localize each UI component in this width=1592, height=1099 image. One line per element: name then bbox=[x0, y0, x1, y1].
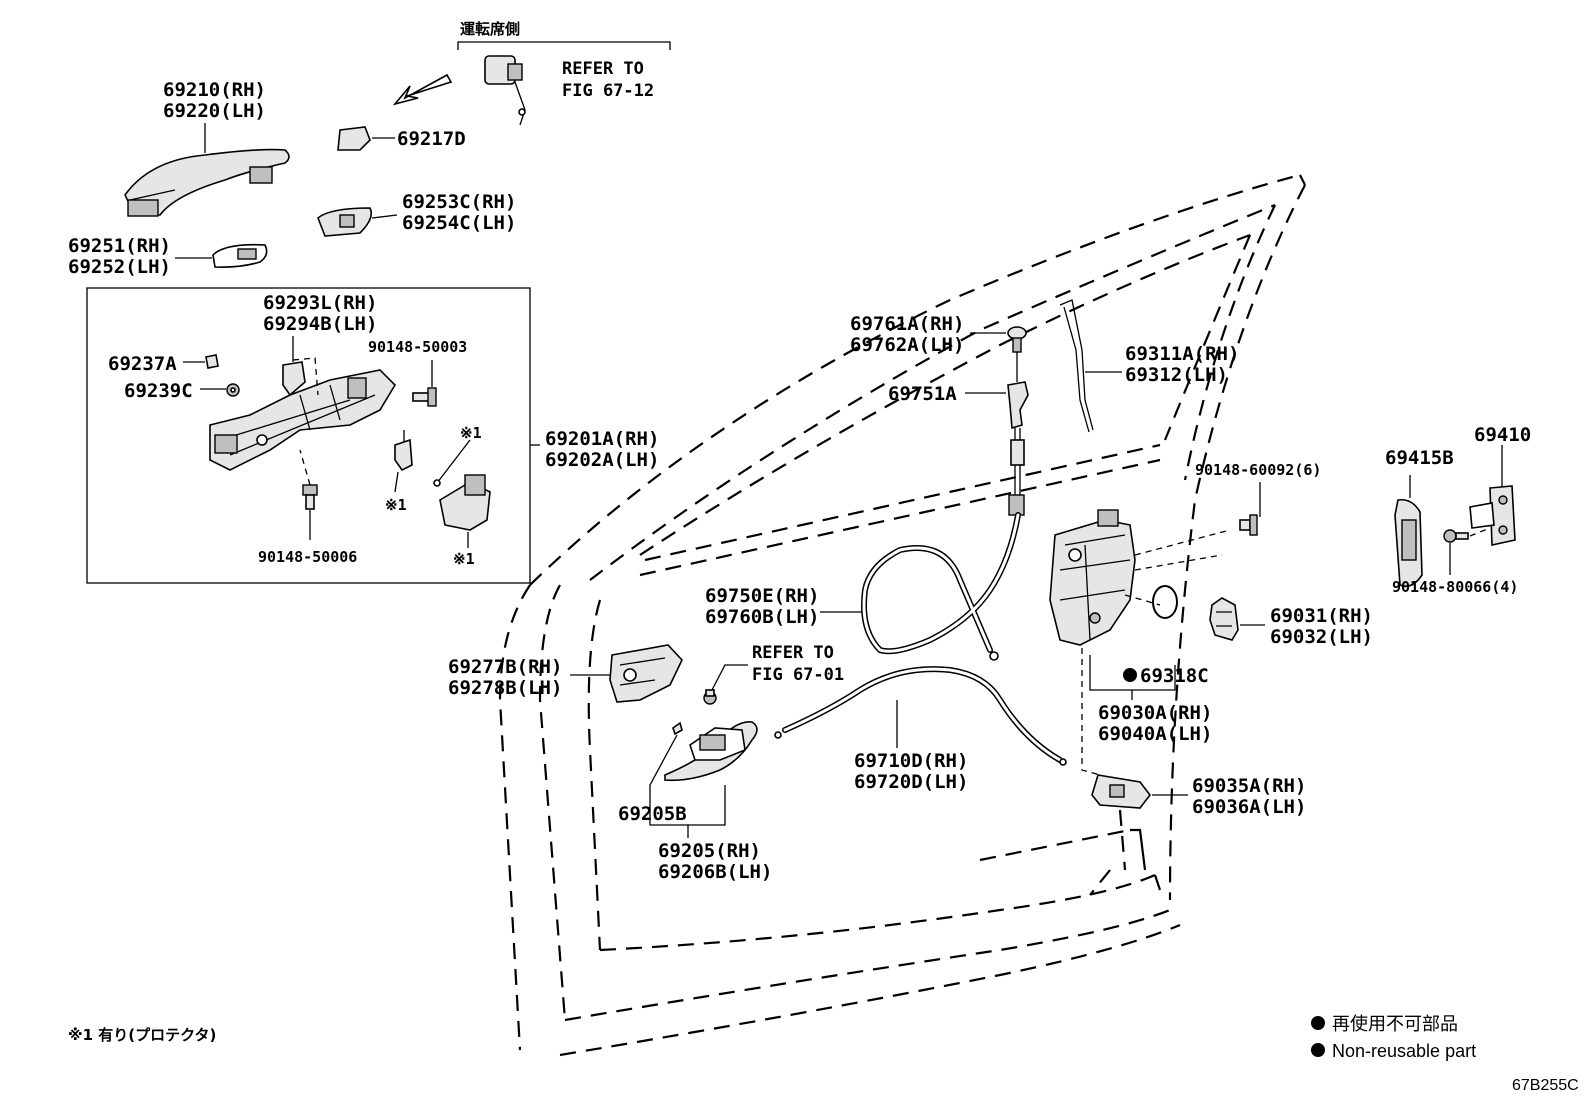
door-outline bbox=[498, 173, 1306, 1057]
inside-handle-69205 bbox=[664, 721, 758, 782]
outside-handle bbox=[124, 148, 290, 217]
bolt-90148-50006 bbox=[302, 484, 318, 510]
legend-dot-icon-jp bbox=[1311, 1016, 1325, 1030]
label-69210: 69210(RH) bbox=[163, 79, 266, 101]
nut-69239C bbox=[226, 383, 240, 397]
label-star1-c: ※1 bbox=[453, 550, 475, 568]
label-69415B: 69415B bbox=[1385, 447, 1454, 469]
knob-guide bbox=[1007, 381, 1029, 430]
label-69253C: 69253C(RH) bbox=[402, 191, 516, 213]
label-69032: 69032(LH) bbox=[1270, 626, 1373, 648]
refer-a-line2: FIG 67-12 bbox=[562, 81, 654, 101]
label-69761A: 69761A(RH) bbox=[850, 313, 964, 335]
inside-bezel-69277B bbox=[609, 644, 683, 703]
small-bracket bbox=[394, 430, 413, 472]
handle-cover bbox=[317, 207, 373, 237]
label-69217D: 69217D bbox=[397, 128, 466, 150]
label-69036A: 69036A(LH) bbox=[1192, 796, 1306, 818]
lock-cylinder bbox=[484, 55, 526, 126]
label-69410: 69410 bbox=[1474, 424, 1531, 446]
label-69239C: 69239C bbox=[124, 380, 193, 402]
refer-b-line2: FIG 67-01 bbox=[752, 665, 844, 685]
label-69710D: 69710D(RH) bbox=[854, 750, 968, 772]
arrow-icon bbox=[392, 73, 453, 106]
non-reusable-dot-icon bbox=[1123, 668, 1137, 682]
label-90148-50003: 90148-50003 bbox=[368, 338, 467, 356]
legend: 再使用不可部品 Non-reusable part bbox=[1311, 1014, 1476, 1061]
label-star1-a: ※1 bbox=[385, 496, 407, 514]
label-69201A: 69201A(RH) bbox=[545, 428, 659, 450]
label-69205B: 69205B bbox=[618, 803, 687, 825]
legend-dot-icon-en bbox=[1311, 1043, 1325, 1057]
lock-rod bbox=[1059, 299, 1094, 433]
legend-en: Non-reusable part bbox=[1332, 1041, 1476, 1061]
legend-jp: 再使用不可部品 bbox=[1332, 1014, 1458, 1034]
handle-pad bbox=[212, 243, 268, 268]
striker-69410 bbox=[1469, 485, 1516, 546]
driver-side-label: 運転席側 bbox=[460, 20, 520, 38]
refer-a-line1: REFER TO bbox=[562, 59, 644, 79]
frame-assembly-box bbox=[86, 287, 531, 584]
label-90148-60092: 90148-60092(6) bbox=[1195, 461, 1321, 479]
label-69030A: 69030A(RH) bbox=[1098, 702, 1212, 724]
label-69311A: 69311A(RH) bbox=[1125, 343, 1239, 365]
label-69254C: 69254C(LH) bbox=[402, 212, 516, 234]
label-69751A: 69751A bbox=[888, 383, 957, 405]
diagram-code: 67B255C bbox=[1512, 1077, 1579, 1094]
lock-gasket-69318C bbox=[1152, 585, 1178, 619]
screw-90148-50003 bbox=[412, 387, 437, 407]
label-69760B: 69760B(LH) bbox=[705, 606, 819, 628]
label-69206B: 69206B(LH) bbox=[658, 861, 772, 883]
clip-refer bbox=[703, 689, 717, 705]
label-69278B: 69278B(LH) bbox=[448, 677, 562, 699]
label-69294B: 69294B(LH) bbox=[263, 313, 377, 335]
label-69293L: 69293L(RH) bbox=[263, 292, 377, 314]
label-90148-80066: 90148-80066(4) bbox=[1392, 578, 1518, 596]
frame-bracket bbox=[282, 361, 306, 397]
label-69277B: 69277B(RH) bbox=[448, 656, 562, 678]
label-69220: 69220(LH) bbox=[163, 100, 266, 122]
label-69762A: 69762A(LH) bbox=[850, 334, 964, 356]
lock-cable-69750E bbox=[861, 512, 1021, 661]
label-69040A: 69040A(LH) bbox=[1098, 723, 1212, 745]
striker-cover-69415B bbox=[1394, 498, 1423, 588]
handle-cap bbox=[337, 126, 371, 151]
label-69035A: 69035A(RH) bbox=[1192, 775, 1306, 797]
label-star1-b: ※1 bbox=[460, 424, 482, 442]
label-69252: 69252(LH) bbox=[68, 256, 171, 278]
lock-knob bbox=[1007, 326, 1027, 353]
label-69237A: 69237A bbox=[108, 353, 177, 375]
screw-90148-80066 bbox=[1443, 529, 1469, 543]
label-69750E: 69750E(RH) bbox=[705, 585, 819, 607]
lock-cover-69031 bbox=[1209, 597, 1239, 641]
driver-side-bracket: 運転席側 bbox=[457, 20, 671, 50]
clip-69237A bbox=[205, 354, 219, 369]
label-69205: 69205(RH) bbox=[658, 840, 761, 862]
door-lock-assembly bbox=[1049, 509, 1136, 646]
label-90148-50006: 90148-50006 bbox=[258, 548, 357, 566]
pin-69205B bbox=[672, 721, 683, 736]
bracket-69035A bbox=[1091, 774, 1152, 809]
label-69720D: 69720D(LH) bbox=[854, 771, 968, 793]
label-69031: 69031(RH) bbox=[1270, 605, 1373, 627]
label-69318C: 69318C bbox=[1140, 665, 1209, 687]
label-69202A: 69202A(LH) bbox=[545, 449, 659, 471]
label-69312: 69312(LH) bbox=[1125, 364, 1228, 386]
refer-b-line1: REFER TO bbox=[752, 643, 834, 663]
protector bbox=[439, 474, 491, 531]
footnote: ※1 有り(プロテクタ) bbox=[68, 1026, 216, 1044]
label-69251: 69251(RH) bbox=[68, 235, 171, 257]
screw-90148-60092 bbox=[1239, 514, 1258, 536]
inside-cable-69710D bbox=[774, 666, 1067, 766]
